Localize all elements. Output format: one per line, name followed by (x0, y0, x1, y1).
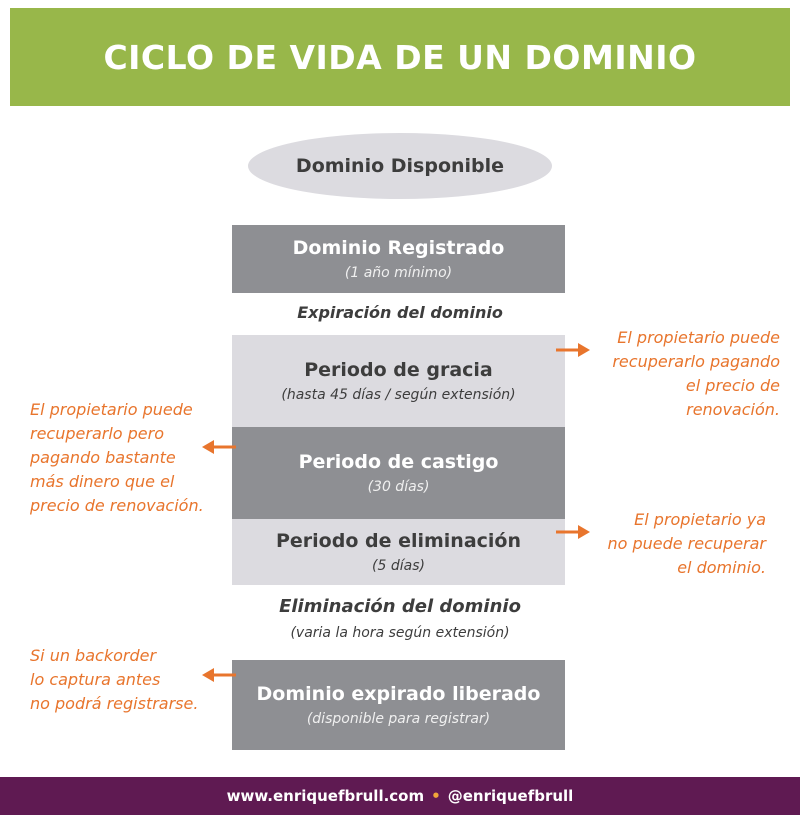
note-line: El propietario puede (30, 400, 193, 419)
footer-handle[interactable]: @enriquefbrull (447, 787, 574, 805)
note-penalty: El propietario puede recuperarlo pero pa… (30, 398, 210, 518)
expiration-label: Expiración del dominio (297, 303, 503, 322)
note-line: Si un backorder (30, 646, 157, 665)
note-line: recuperarlo pero (30, 424, 165, 443)
note-line: lo captura antes (30, 670, 161, 689)
note-line: pagando bastante (30, 448, 176, 467)
stage-deletion: Periodo de eliminación (5 días) (232, 519, 565, 585)
stage-registered: Dominio Registrado (1 año mínimo) (232, 225, 565, 293)
note-line: más dinero que el (30, 472, 175, 491)
note-line: recuperarlo pagando (612, 352, 780, 371)
stage-released-title: Dominio expirado liberado (256, 683, 541, 705)
title-banner: CICLO DE VIDA DE UN DOMINIO (10, 8, 790, 106)
arrow-right-icon (556, 343, 590, 357)
stage-grace-title: Periodo de gracia (304, 359, 493, 381)
note-line: precio de renovación. (30, 496, 204, 515)
note-line: no podrá registrarse. (30, 694, 199, 713)
note-grace: El propietario puede recuperarlo pagando… (588, 326, 780, 422)
stage-released-sub: (disponible para registrar) (306, 711, 491, 727)
page-title: CICLO DE VIDA DE UN DOMINIO (103, 37, 697, 77)
note-line: El propietario ya (634, 510, 766, 529)
stage-grace-sub: (hasta 45 días / según extensión) (281, 387, 516, 403)
stage-available-label: Dominio Disponible (295, 155, 505, 177)
deletion-label: Eliminación del dominio (279, 596, 521, 617)
stage-registered-title: Dominio Registrado (292, 237, 505, 259)
note-line: no puede recuperar (607, 534, 766, 553)
note-released: Si un backorder lo captura antes no podr… (30, 644, 208, 716)
stage-penalty: Periodo de castigo (30 días) (232, 427, 565, 519)
stage-registered-sub: (1 año mínimo) (344, 265, 453, 281)
note-deletion: El propietario ya no puede recuperar el … (598, 508, 766, 580)
arrow-right-icon (556, 525, 590, 539)
stage-released: Dominio expirado liberado (disponible pa… (232, 660, 565, 750)
stage-grace: Periodo de gracia (hasta 45 días / según… (232, 335, 565, 427)
stage-available: Dominio Disponible (248, 133, 552, 199)
note-line: el dominio. (677, 558, 766, 577)
footer-bar: www.enriquefbrull.com • @enriquefbrull (0, 777, 800, 815)
footer-separator: • (431, 787, 441, 805)
stage-deletion-title: Periodo de eliminación (275, 530, 522, 552)
stage-penalty-sub: (30 días) (367, 479, 430, 495)
footer-website[interactable]: www.enriquefbrull.com (226, 787, 425, 805)
stage-deletion-sub: (5 días) (372, 558, 425, 574)
note-line: El propietario puede (617, 328, 780, 347)
arrow-left-icon (202, 440, 236, 454)
arrow-left-icon (202, 668, 236, 682)
stage-penalty-title: Periodo de castigo (298, 451, 499, 473)
deletion-sublabel: (varia la hora según extensión) (290, 625, 510, 641)
note-line: el precio de renovación. (685, 376, 780, 419)
